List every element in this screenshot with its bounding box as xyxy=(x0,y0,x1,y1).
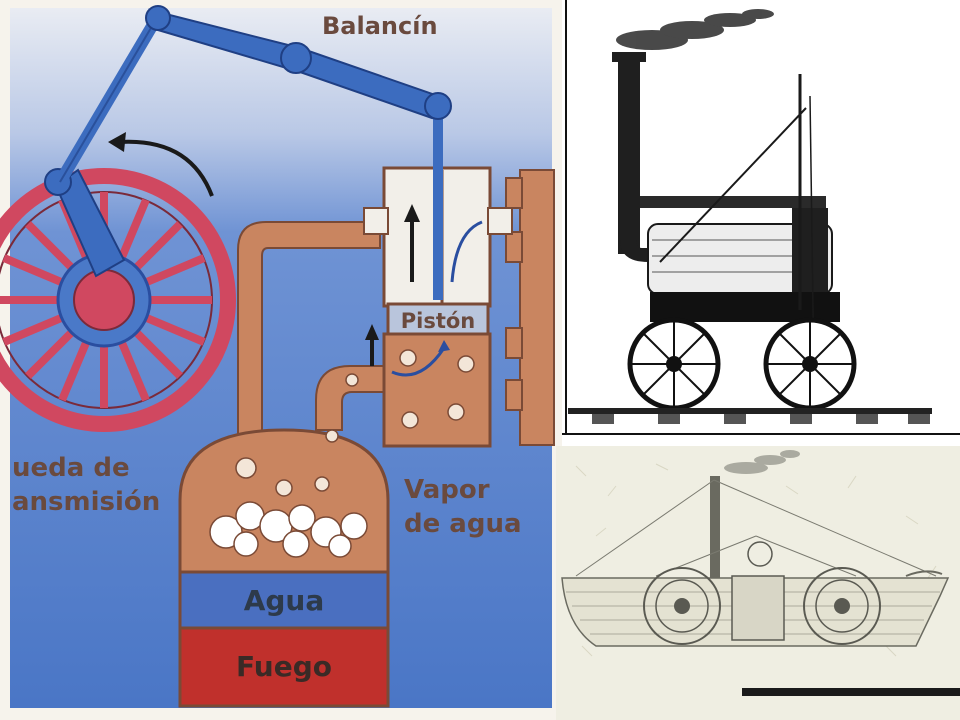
bubble xyxy=(235,457,257,479)
valve-chest xyxy=(382,332,492,448)
cylinder-port-right xyxy=(487,207,513,235)
smoke-plume xyxy=(616,9,774,50)
rocker-pivot-center xyxy=(280,42,312,74)
bottom-rule xyxy=(742,688,960,696)
water-label: Agua xyxy=(244,584,325,617)
locomotive-wheel-left xyxy=(627,317,721,411)
rocker-pivot-left xyxy=(145,5,171,31)
paddle-steamer-illustration xyxy=(556,446,960,720)
piston-head xyxy=(386,302,490,336)
steam-flow-arrow xyxy=(391,347,446,377)
water-band xyxy=(178,570,390,630)
bubble xyxy=(457,355,475,373)
fire-band xyxy=(178,626,390,708)
chimney xyxy=(618,56,640,254)
exhaust-flow xyxy=(450,220,483,283)
wheel-label-line1: ueda de xyxy=(12,453,130,483)
frame-bracket-top xyxy=(505,177,523,209)
cylinder-port-top xyxy=(363,207,389,235)
frame-bracket-bottom xyxy=(505,379,523,411)
bubble xyxy=(275,479,293,497)
locomotive-wheel-right xyxy=(763,317,857,411)
bubble xyxy=(314,476,330,492)
diagonal-rod xyxy=(659,107,807,263)
firebox xyxy=(792,208,828,304)
bubble xyxy=(325,429,339,443)
rocker-pivot-right xyxy=(424,92,452,120)
boat-smoke xyxy=(724,450,800,474)
wheel-label-line2: ansmisión xyxy=(12,487,160,517)
steam-engine-diagram: Pistón xyxy=(0,0,562,720)
frame-bracket-low xyxy=(505,327,523,359)
steam-label-line1: Vapor xyxy=(404,475,490,505)
steam-engine-svg: Pistón xyxy=(0,5,555,708)
locomotive-svg xyxy=(562,0,960,440)
rail xyxy=(568,408,932,414)
steam-label-line2: de agua xyxy=(404,509,522,539)
frame-bracket-mid xyxy=(505,231,523,263)
piston-up-arrowhead xyxy=(404,204,420,222)
pipe-up-arrowhead xyxy=(365,324,379,340)
locomotive-illustration xyxy=(562,0,960,440)
paddle-wheel-left xyxy=(643,567,721,645)
boat-engine xyxy=(731,575,785,641)
rotation-arrowhead xyxy=(108,132,126,152)
bubble xyxy=(399,349,417,367)
chassis xyxy=(650,292,840,322)
bubble xyxy=(401,411,419,429)
bubble xyxy=(447,403,465,421)
steam-flow-arrowhead xyxy=(438,340,450,352)
rocker-label: Balancín xyxy=(322,12,438,40)
piston-label: Pistón xyxy=(401,309,476,333)
steam-cloud xyxy=(209,501,368,558)
boat-chimney xyxy=(710,476,720,606)
rotation-arrow xyxy=(119,139,214,197)
paddle-wheel-right xyxy=(803,567,881,645)
paddle-steamer-svg xyxy=(556,446,960,720)
top-rail xyxy=(640,196,826,208)
fire-label: Fuego xyxy=(236,650,332,683)
bubble xyxy=(345,373,359,387)
frame-block xyxy=(519,169,555,446)
